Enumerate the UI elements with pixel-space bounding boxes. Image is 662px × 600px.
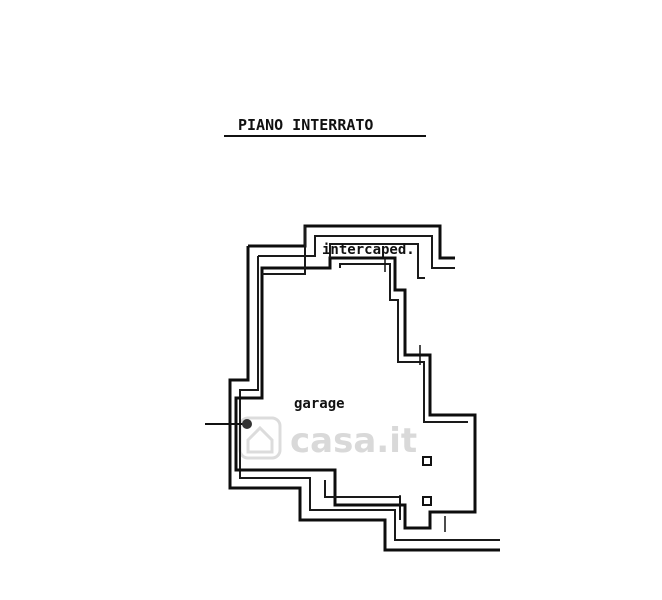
column-marker	[242, 419, 252, 429]
pillar-2	[422, 496, 432, 506]
pillar-1	[422, 456, 432, 466]
intercapedine-walls	[262, 226, 425, 279]
garage-walls	[234, 256, 477, 530]
inner-wall	[239, 235, 500, 541]
watermark-logo: casa.it	[238, 416, 417, 461]
plan-title: PIANO INTERRATO	[238, 116, 373, 134]
room-label-intercapedine: intercaped.	[322, 242, 415, 258]
room-label-garage: garage	[294, 396, 345, 412]
outer-wall	[228, 224, 500, 552]
watermark-house-icon	[246, 425, 274, 454]
watermark-text: casa.it	[290, 421, 417, 461]
garage-inner-offset	[324, 263, 468, 520]
